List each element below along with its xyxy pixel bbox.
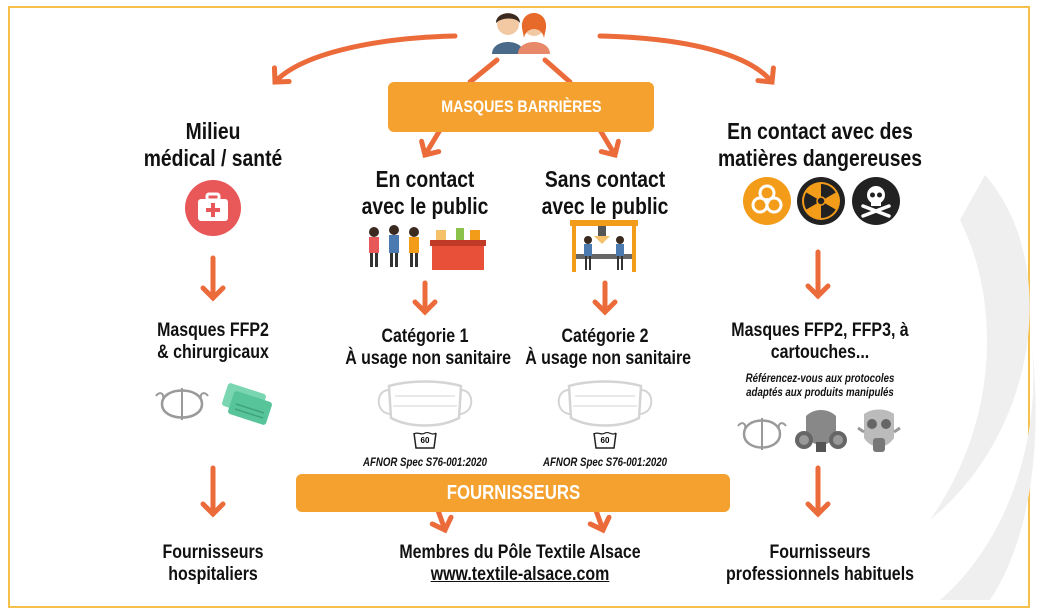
medical-masks: Masques FFP2 & chirurgicaux xyxy=(129,320,297,364)
gas-mask-icon xyxy=(857,409,901,452)
members-block: Membres du Pôle Textile Alsace www.texti… xyxy=(394,542,646,586)
dangerous-masks: Masques FFP2, FFP3, à cartouches... xyxy=(711,320,929,364)
dangerous-note: Référencez-vous aux protocoles adaptés a… xyxy=(711,372,929,400)
fabric-mask-icon-2 xyxy=(557,380,653,427)
medical-title-line1: Milieu xyxy=(185,118,241,144)
barrier-masks-label: MASQUES BARRIÈRES xyxy=(440,97,602,116)
first-aid-kit-icon xyxy=(185,180,241,236)
medical-masks-line2: & chirurgicaux xyxy=(157,342,269,363)
category1-line1: Catégorie 1 xyxy=(381,326,469,347)
arrow-to-medical xyxy=(271,33,458,85)
dangerous-title-line1: En contact avec des xyxy=(727,118,913,144)
public-contact-title: En contact avec le public xyxy=(345,166,505,220)
medical-supplier-line1: Fournisseurs xyxy=(162,542,264,563)
dangerous-supplier: Fournisseurs professionnels habituels xyxy=(711,542,929,586)
dangerous-supplier-line1: Fournisseurs xyxy=(769,542,871,563)
arrow-to-barrier-left xyxy=(467,57,500,85)
category2-line1: Catégorie 2 xyxy=(561,326,649,347)
biohazard-icon xyxy=(743,177,791,225)
dangerous-note-line2: adaptés aux produits manipulés xyxy=(746,387,894,399)
dangerous-note-line1: Référencez-vous aux protocoles xyxy=(745,373,895,385)
wash-60-icon-2: 60 xyxy=(593,430,617,450)
barrier-masks-banner: MASQUES BARRIÈRES xyxy=(388,82,654,132)
wash-temp-1: 60 xyxy=(420,436,430,445)
ffp-mask-icon xyxy=(737,418,787,450)
dangerous-title-line2: matières dangereuses xyxy=(717,145,923,171)
factory-workers-icon xyxy=(570,220,638,272)
people-icon xyxy=(492,13,550,54)
surgical-mask-icon xyxy=(222,383,272,425)
arrow-to-dangerous xyxy=(597,33,776,85)
public-contact-title-line1: En contact xyxy=(375,166,475,192)
arrow-to-public xyxy=(419,127,443,159)
medical-title: Milieu médical / santé xyxy=(129,118,297,172)
norm-2: AFNOR Spec S76-001:2020 xyxy=(542,457,668,469)
arrow-to-barrier-right xyxy=(542,57,573,85)
medical-title-line2: médical / santé xyxy=(143,145,283,171)
suppliers-banner: FOURNISSEURS xyxy=(296,474,730,512)
category1: Catégorie 1 À usage non sanitaire xyxy=(345,326,512,370)
cartridge-respirator-icon xyxy=(795,410,847,452)
dangerous-masks-line2: cartouches... xyxy=(770,342,870,363)
members-line: Membres du Pôle Textile Alsace xyxy=(399,542,641,563)
shop-counter-icon xyxy=(369,225,486,270)
no-contact-title-line2: avec le public xyxy=(541,193,669,219)
no-contact-title-line1: Sans contact xyxy=(544,166,666,192)
category1-line2: À usage non sanitaire xyxy=(345,348,512,369)
suppliers-label: FOURNISSEURS xyxy=(446,482,580,504)
textile-alsace-link[interactable]: www.textile-alsace.com xyxy=(430,564,610,585)
dangerous-title: En contact avec des matières dangereuses xyxy=(711,118,929,172)
medical-supplier-line2: hospitaliers xyxy=(168,564,258,585)
dangerous-masks-line1: Masques FFP2, FFP3, à xyxy=(731,320,909,341)
medical-masks-line1: Masques FFP2 xyxy=(157,320,269,341)
ffp2-mask-icon xyxy=(155,388,209,420)
wash-60-icon: 60 xyxy=(413,430,437,450)
skull-crossbones-icon xyxy=(852,177,900,225)
wash-temp-2: 60 xyxy=(600,436,610,445)
public-contact-title-line2: avec le public xyxy=(361,193,489,219)
radiation-icon xyxy=(797,177,845,225)
category2-line2: À usage non sanitaire xyxy=(525,348,692,369)
category2: Catégorie 2 À usage non sanitaire xyxy=(525,326,692,370)
medical-supplier: Fournisseurs hospitaliers xyxy=(129,542,297,586)
no-contact-title: Sans contact avec le public xyxy=(525,166,685,220)
norm-1: AFNOR Spec S76-001:2020 xyxy=(362,457,488,469)
fabric-mask-icon xyxy=(377,380,473,427)
dangerous-supplier-line2: professionnels habituels xyxy=(725,564,915,585)
arrow-to-nocontact xyxy=(597,127,621,159)
